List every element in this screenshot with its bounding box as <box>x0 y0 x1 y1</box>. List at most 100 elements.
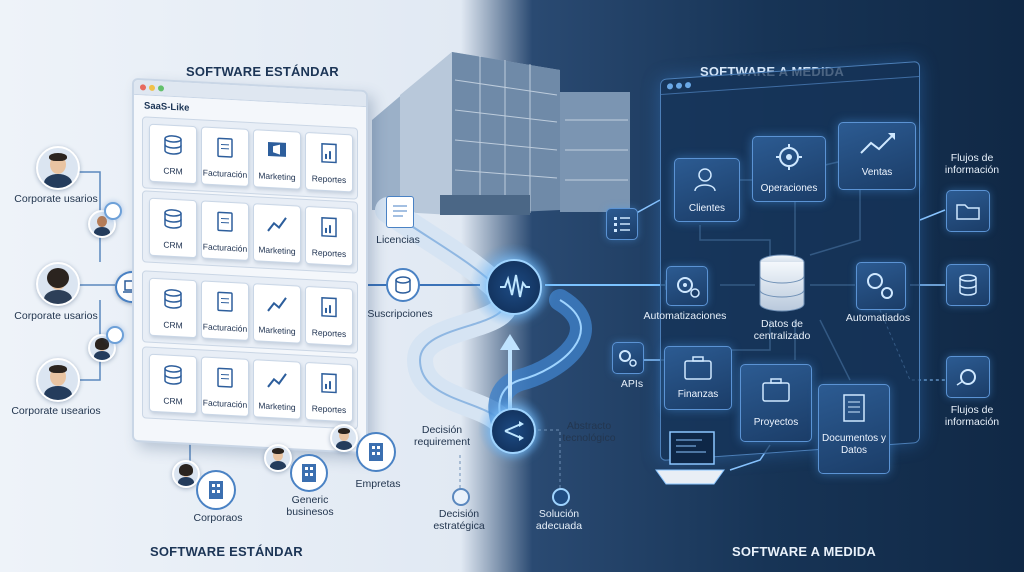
empretas-label: Empretas <box>355 478 401 490</box>
user-avatar <box>36 146 80 190</box>
invoice-icon <box>217 211 233 232</box>
decision-estrategica-label: Decisión estratégica <box>433 508 485 532</box>
database-icon <box>164 289 182 309</box>
briefcase-icon <box>762 378 790 402</box>
module-operaciones[interactable]: Operaciones <box>752 136 826 202</box>
automatiados-label: Automatiados <box>845 312 911 324</box>
license-document-icon <box>386 196 414 228</box>
module-clientes[interactable]: Clientes <box>674 158 740 222</box>
module-tile-reportes[interactable]: Reportes <box>305 131 353 193</box>
title-custom-bottom: SOFTWARE A MEDIDA <box>732 544 876 559</box>
licencias-label: Licencias <box>376 234 420 246</box>
suscripciones-label: Suscripciones <box>367 308 433 320</box>
module-row: CRM Facturación Marketing Reportes <box>142 190 358 274</box>
decision-requirement-label: Decisión requirement <box>413 424 471 448</box>
laptop-terminal-icon <box>652 430 728 486</box>
office-building-icon <box>196 470 236 510</box>
node-dot-icon <box>452 488 470 506</box>
central-database-icon <box>756 254 808 314</box>
trend-chart-icon <box>267 297 287 312</box>
saas-window: SaaS-Like CRM Facturación Marketing Repo… <box>132 77 368 455</box>
flujos-bottom-label: Flujos de información <box>944 404 1000 428</box>
invoice-icon <box>217 367 233 388</box>
user-label: Corporate usarios <box>14 310 98 322</box>
database-icon <box>164 209 182 229</box>
user-badge-icon <box>104 202 122 220</box>
user-label: Corporate usarios <box>14 193 98 205</box>
user-avatar-small <box>330 424 358 452</box>
module-tile-reportes[interactable]: Reportes <box>305 361 353 423</box>
solucion-label: Solución adecuada <box>535 508 583 532</box>
waveform-core-icon <box>486 259 542 315</box>
flujos-top-label: Flujos de información <box>944 152 1000 176</box>
module-row: CRM Facturación Marketing Reportes <box>142 346 358 430</box>
module-tile-facturacion[interactable]: Facturación <box>201 356 249 417</box>
datos-label: Datos de centralizado <box>753 318 811 342</box>
gear-icon <box>776 144 802 170</box>
office-building <box>372 52 630 215</box>
user-badge-icon <box>106 326 124 344</box>
module-proyectos[interactable]: Proyectos <box>740 364 812 442</box>
checklist-icon <box>606 208 638 240</box>
report-icon <box>321 216 337 238</box>
database-icon <box>164 135 182 155</box>
generic-businesses-label: Generic businesos <box>286 494 334 518</box>
report-icon <box>321 372 337 394</box>
module-tile-crm[interactable]: CRM <box>149 197 197 259</box>
module-tile-reportes[interactable]: Reportes <box>305 205 353 267</box>
report-icon <box>321 142 337 164</box>
apis-label: APIs <box>620 378 644 390</box>
database-check-icon <box>386 268 420 302</box>
user-avatar <box>36 262 80 306</box>
flow-gear-icon <box>946 356 990 398</box>
users-icon <box>694 168 716 192</box>
decision-branch-icon <box>490 408 536 454</box>
module-tile-facturacion[interactable]: Facturación <box>201 126 249 187</box>
module-finanzas[interactable]: Finanzas <box>664 346 732 410</box>
module-tile-marketing[interactable]: Marketing <box>253 283 301 344</box>
api-gears-icon <box>612 342 644 374</box>
module-tile-marketing[interactable]: Marketing <box>253 359 301 420</box>
automation-gears-icon <box>856 262 906 310</box>
module-tile-marketing[interactable]: Marketing <box>253 203 301 264</box>
corporaos-label: Corporaos <box>193 512 243 524</box>
folder-icon <box>946 190 990 232</box>
module-tile-crm[interactable]: CRM <box>149 123 197 185</box>
trend-chart-icon <box>267 217 287 232</box>
title-standard-top: SOFTWARE ESTÁNDAR <box>186 64 339 79</box>
module-tile-reportes[interactable]: Reportes <box>305 285 353 347</box>
document-icon <box>843 394 865 422</box>
user-avatar-small <box>264 444 292 472</box>
automatizaciones-label: Automatizaciones <box>643 310 727 322</box>
office-building-icon <box>290 454 328 492</box>
trend-chart-icon <box>267 373 287 388</box>
module-tile-facturacion[interactable]: Facturación <box>201 200 249 261</box>
user-avatar-small <box>88 210 116 238</box>
module-tile-marketing[interactable]: Marketing <box>253 129 301 190</box>
database-icon <box>946 264 990 306</box>
user-label: Corporate usearios <box>11 405 101 417</box>
window-label: SaaS-Like <box>144 100 190 114</box>
database-icon <box>164 365 182 385</box>
module-row: CRM Facturación Marketing Reportes <box>142 270 358 354</box>
invoice-icon <box>217 291 233 312</box>
invoice-icon <box>217 137 233 158</box>
module-row: CRM Facturación Marketing Reportes <box>142 116 358 200</box>
automation-gear-icon <box>666 266 708 306</box>
title-standard-bottom: SOFTWARE ESTÁNDAR <box>150 544 303 559</box>
module-tile-crm[interactable]: CRM <box>149 277 197 339</box>
abstracto-label: Abstracto tecnológico <box>562 420 616 444</box>
briefcase-icon <box>684 356 712 380</box>
module-tile-facturacion[interactable]: Facturación <box>201 280 249 341</box>
module-ventas[interactable]: Ventas <box>838 122 916 190</box>
node-dot-icon <box>552 488 570 506</box>
megaphone-icon <box>268 141 286 157</box>
report-icon <box>321 296 337 318</box>
office-building-icon <box>356 432 396 472</box>
user-avatar-small <box>172 460 200 488</box>
trend-chart-icon <box>860 133 895 154</box>
module-tile-crm[interactable]: CRM <box>149 353 197 415</box>
user-avatar <box>36 358 80 402</box>
module-documentos[interactable]: Documentos y Datos <box>818 384 890 474</box>
